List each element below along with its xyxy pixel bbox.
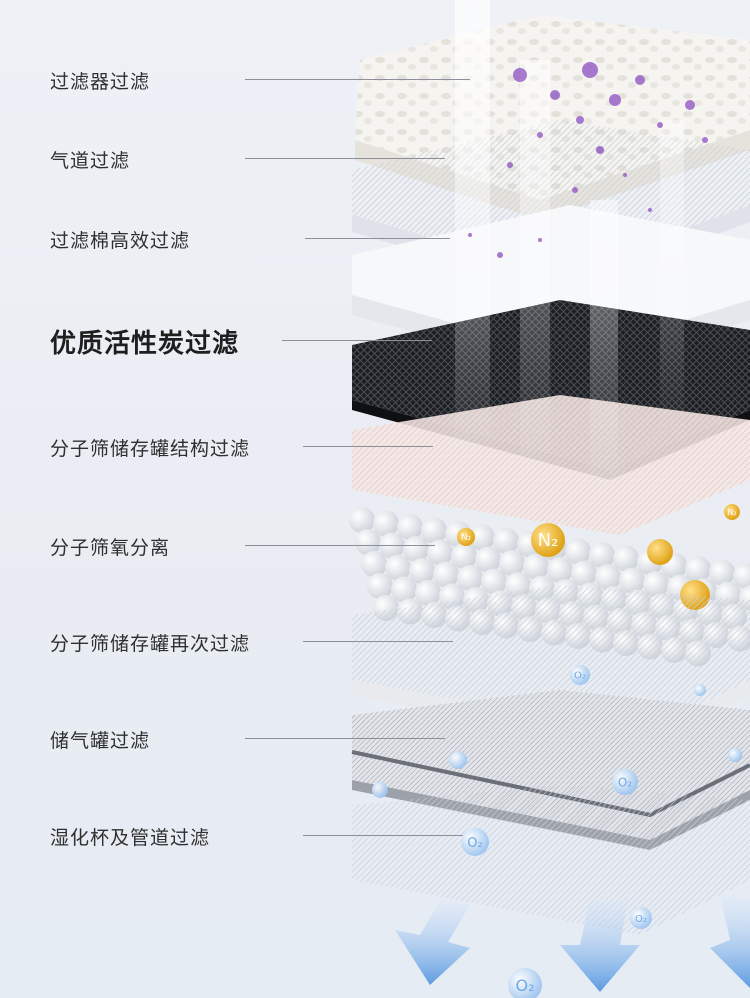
sieve-ball — [361, 551, 387, 577]
label-sieve-refilter: 分子筛储存罐再次过滤 — [50, 629, 250, 656]
leader-line-gas-tank — [245, 738, 445, 739]
label-filter-cotton: 过滤棉高效过滤 — [50, 226, 190, 253]
particle — [623, 173, 627, 177]
leader-line-filter — [245, 79, 470, 80]
label-sieve-oxygen: 分子筛氧分离 — [50, 533, 170, 560]
particle — [572, 187, 578, 193]
humidifier-filter-layer — [352, 785, 750, 935]
arrow-down-left-icon — [395, 900, 470, 985]
oxygen-bubble — [728, 748, 742, 762]
leader-line-air-channel — [245, 158, 445, 159]
particle — [538, 238, 542, 242]
leader-line-humidifier — [303, 835, 463, 836]
oxygen-bubble — [372, 782, 388, 798]
particle — [507, 162, 513, 168]
oxygen-label: O₂ — [635, 914, 647, 925]
leader-line-sieve-oxygen — [245, 545, 435, 546]
arrow-down-right-icon — [710, 895, 750, 988]
particle — [609, 94, 621, 106]
sieve-ball — [355, 529, 381, 555]
particle — [685, 100, 695, 110]
particle — [657, 122, 663, 128]
nitrogen-label: N₂ — [461, 533, 472, 543]
particle — [576, 116, 584, 124]
particle — [702, 137, 708, 143]
particle — [497, 252, 503, 258]
sieve-ball — [367, 573, 393, 599]
label-air-channel: 气道过滤 — [50, 146, 130, 173]
label-activated-carbon: 优质活性炭过滤 — [50, 323, 239, 360]
sieve-ball — [349, 507, 375, 533]
particle — [513, 68, 527, 82]
nitrogen-ball — [647, 539, 673, 565]
label-filter: 过滤器过滤 — [50, 67, 150, 94]
oxygen-label: O₂ — [574, 671, 586, 682]
label-sieve-tank-structure: 分子筛储存罐结构过滤 — [50, 434, 250, 461]
leader-line-filter-cotton — [305, 238, 450, 239]
leader-line-sieve-refilter — [303, 641, 453, 642]
oxygen-bubble — [449, 751, 467, 769]
nitrogen-label: N₂ — [538, 530, 559, 551]
particle — [635, 75, 645, 85]
label-humidifier: 湿化杯及管道过滤 — [50, 823, 210, 850]
particle — [468, 233, 472, 237]
particle — [582, 62, 598, 78]
leader-line-activated-carbon — [282, 340, 432, 341]
particle — [550, 90, 560, 100]
oxygen-bubble — [694, 684, 706, 696]
particle — [648, 208, 652, 212]
oxygen-label: O₂ — [618, 776, 632, 790]
nitrogen-label: N₂ — [727, 508, 736, 517]
label-gas-tank: 储气罐过滤 — [50, 726, 150, 753]
leader-line-sieve-tank-structure — [303, 446, 433, 447]
oxygen-label: O₂ — [515, 976, 534, 995]
particle — [596, 146, 604, 154]
particle — [537, 132, 543, 138]
oxygen-label: O₂ — [467, 836, 482, 851]
